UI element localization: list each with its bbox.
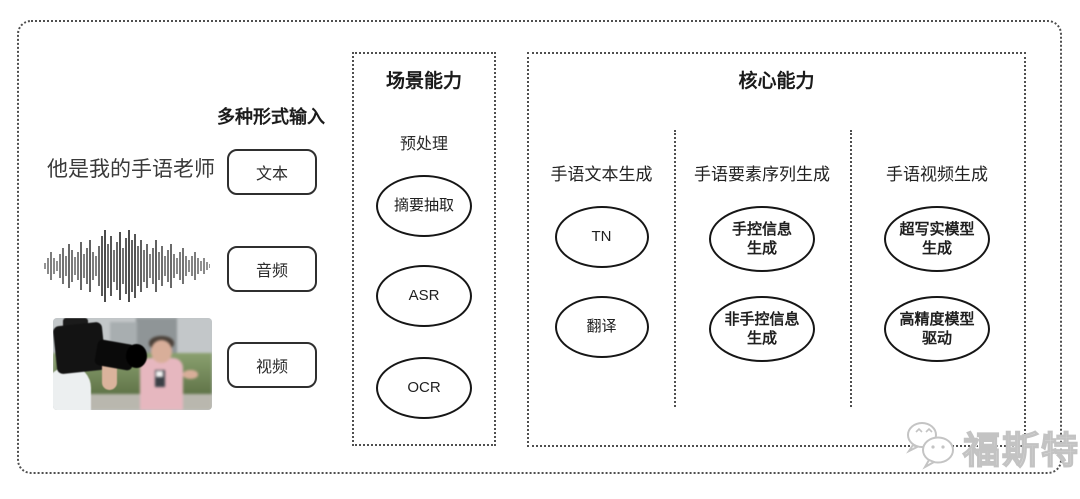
- wechat-chat-bubbles-icon: [901, 418, 959, 475]
- scene-box-title: 场景能力: [385, 71, 462, 92]
- outer-dotted-frame: [17, 20, 1062, 474]
- input-type-video-box: 视频: [227, 342, 317, 388]
- input-section-header: 多种形式输入: [217, 107, 325, 127]
- core-box-title: 核心能力: [738, 71, 815, 92]
- column-header: 手语视频生成: [886, 165, 988, 184]
- core-capability-box: 核心能力 手语文本生成 TN 翻译 手语要素序列生成 手控信息 生成 非手控信息…: [527, 52, 1026, 447]
- input-type-audio-label: 音频: [255, 263, 288, 280]
- column-sign-element-sequence-generation: 手语要素序列生成 手控信息 生成 非手控信息 生成: [674, 54, 850, 445]
- node-ocr: OCR: [376, 357, 472, 419]
- input-type-text-label: 文本: [255, 166, 288, 183]
- camera-silhouette: [53, 318, 212, 410]
- scene-capability-box: 场景能力 预处理 摘要抽取 ASR OCR: [352, 52, 496, 446]
- column-divider: [674, 130, 676, 407]
- node-manual-info-generation: 手控信息 生成: [709, 206, 815, 272]
- audio-waveform-icon: [42, 228, 211, 304]
- watermark: 福斯特: [901, 418, 1080, 475]
- column-divider: [850, 130, 852, 407]
- node-high-precision-model-driving: 高精度模型 驱动: [884, 296, 990, 362]
- node-summary-extraction: 摘要抽取: [376, 175, 472, 237]
- node-translation: 翻译: [554, 296, 649, 358]
- reporter-filming-photo: [53, 318, 212, 410]
- sample-sentence-text: 他是我的手语老师: [47, 158, 215, 181]
- input-type-video-label: 视频: [255, 359, 288, 376]
- input-type-audio-box: 音频: [227, 246, 317, 292]
- preprocessing-label: 预处理: [399, 136, 448, 153]
- watermark-text: 福斯特: [962, 429, 1080, 471]
- node-non-manual-info-generation: 非手控信息 生成: [709, 296, 815, 362]
- column-sign-text-generation: 手语文本生成 TN 翻译: [529, 54, 674, 445]
- column-sign-video-generation: 手语视频生成 超写实模型 生成 高精度模型 驱动: [850, 54, 1024, 445]
- node-tn: TN: [554, 206, 649, 268]
- column-header: 手语文本生成: [550, 165, 653, 184]
- node-asr: ASR: [376, 265, 472, 327]
- input-type-text-box: 文本: [227, 149, 317, 195]
- node-hyperrealistic-model-generation: 超写实模型 生成: [884, 206, 990, 272]
- column-header: 手语要素序列生成: [694, 165, 830, 184]
